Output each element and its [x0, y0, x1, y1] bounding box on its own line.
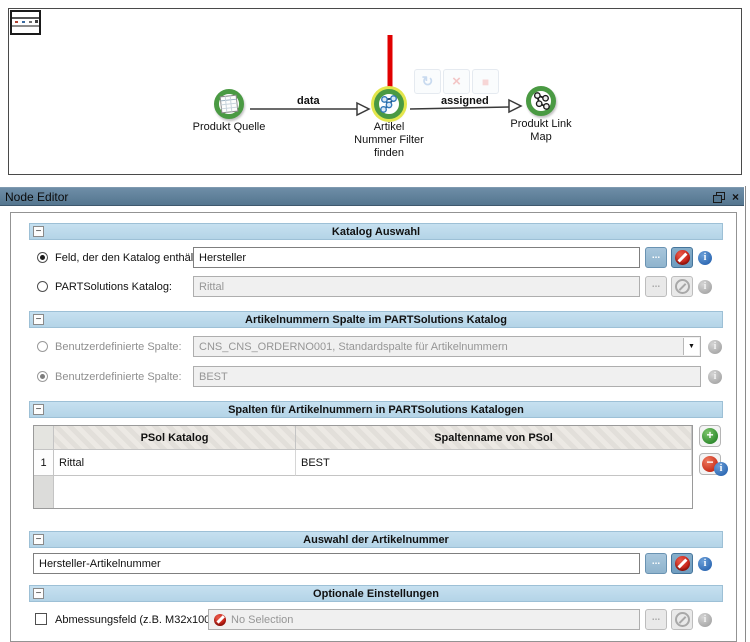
clear-selection-button-disabled: [671, 609, 693, 630]
node-editor-titlebar[interactable]: Node Editor ×: [0, 187, 744, 206]
custom-column-input: BEST: [193, 366, 701, 387]
info-icon-disabled: i: [698, 613, 712, 627]
table-corner: [34, 426, 54, 450]
radio-feld-katalog[interactable]: [37, 252, 48, 263]
column-header-spaltenname[interactable]: Spaltenname von PSol: [296, 426, 692, 450]
collapse-icon[interactable]: −: [33, 314, 44, 325]
radio-label: PARTSolutions Katalog:: [55, 281, 172, 293]
node-editor-panel: − Katalog Auswahl Feld, der den Katalog …: [10, 212, 737, 642]
info-icon[interactable]: i: [698, 251, 712, 265]
node-produkt-quelle[interactable]: Produkt Quelle: [181, 89, 277, 134]
katalog-spalten-table: PSol Katalog Spaltenname von PSol 1 Ritt…: [33, 425, 693, 509]
close-icon[interactable]: ×: [731, 189, 739, 204]
node-label: Produkt Link Map: [510, 118, 572, 143]
standard-column-dropdown: CNS_CNS_ORDERNO001, Standardspalte für A…: [193, 336, 701, 357]
katalog-feld-input[interactable]: Hersteller: [193, 247, 640, 268]
collapse-icon[interactable]: −: [33, 404, 44, 415]
info-icon[interactable]: i: [714, 462, 728, 476]
section-header-auswahl-artikelnummer: − Auswahl der Artikelnummer: [29, 531, 723, 548]
graph-node-icon: [374, 89, 404, 119]
clear-selection-button-disabled: [671, 276, 693, 297]
clear-selection-button[interactable]: [671, 553, 693, 574]
overview-table-icon[interactable]: [10, 10, 42, 36]
section-header-artikelnummern-spalte: − Artikelnummern Spalte im PARTSolutions…: [29, 311, 723, 328]
browse-button[interactable]: ...: [645, 247, 667, 268]
browse-button-disabled: ...: [645, 276, 667, 297]
delete-icon[interactable]: ×: [443, 69, 470, 94]
node-editor-title: Node Editor: [5, 189, 69, 204]
clear-selection-button[interactable]: [671, 247, 693, 268]
info-icon-disabled: i: [708, 370, 722, 384]
edge-label-assigned: assigned: [441, 95, 489, 107]
workflow-canvas: data assigned ↻ × ■ Produkt Quelle: [8, 8, 742, 175]
panel-splitter[interactable]: [745, 186, 746, 642]
artikelnummer-input[interactable]: Hersteller-Artikelnummer: [33, 553, 640, 574]
no-entry-icon: [674, 250, 690, 265]
table-empty-area: [54, 476, 296, 508]
table-cell-katalog[interactable]: Rittal: [54, 450, 296, 476]
abmessungsfeld-input: No Selection: [208, 609, 640, 630]
section-header-optionale-einstellungen: − Optionale Einstellungen: [29, 585, 723, 602]
collapse-icon[interactable]: −: [33, 588, 44, 599]
float-window-icon[interactable]: [712, 192, 725, 203]
edge-label-data: data: [297, 95, 320, 107]
psol-katalog-input: Rittal: [193, 276, 640, 297]
abmessungsfeld-checkbox[interactable]: [35, 613, 47, 625]
no-entry-icon: [674, 279, 690, 294]
column-header-psol-katalog[interactable]: PSol Katalog: [54, 426, 296, 450]
radio-label: Benutzerdefinierte Spalte:: [55, 341, 182, 353]
no-entry-icon: [674, 556, 690, 571]
graph-node-icon: [526, 86, 556, 116]
no-entry-icon: [674, 612, 690, 627]
table-node-icon: [214, 89, 244, 119]
no-selection-icon: [214, 613, 226, 626]
radio-label: Benutzerdefinierte Spalte:: [55, 371, 182, 383]
info-icon-disabled: i: [698, 280, 712, 294]
collapse-icon[interactable]: −: [33, 534, 44, 545]
radio-custom-column-2: [37, 371, 48, 382]
info-icon[interactable]: i: [698, 557, 712, 571]
node-label: Produkt Quelle: [192, 121, 266, 133]
node-artikel-nummer-filter[interactable]: Artikel Nummer Filter finden: [341, 89, 437, 160]
radio-custom-column-1: [37, 341, 48, 352]
table-cell-spaltenname[interactable]: BEST: [296, 450, 692, 476]
browse-button-disabled: ...: [645, 609, 667, 630]
collapse-icon[interactable]: −: [33, 226, 44, 237]
row-header[interactable]: 1: [34, 450, 54, 476]
checkbox-label: Abmessungsfeld (z.B. M32x100):: [55, 614, 218, 626]
browse-button[interactable]: ...: [645, 553, 667, 574]
radio-label: Feld, der den Katalog enthält:: [55, 252, 200, 264]
table-empty-area: [296, 476, 692, 508]
no-selection-text: No Selection: [231, 613, 294, 626]
node-label: Artikel Nummer Filter finden: [354, 121, 424, 159]
section-header-katalog-auswahl: − Katalog Auswahl: [29, 223, 723, 240]
stop-icon[interactable]: ■: [472, 69, 499, 94]
info-icon-disabled: i: [708, 340, 722, 354]
node-hover-toolbar: ↻ × ■: [414, 69, 499, 94]
radio-psol-katalog[interactable]: [37, 281, 48, 292]
section-header-spalten-tabelle: − Spalten für Artikelnummern in PARTSolu…: [29, 401, 723, 418]
chevron-down-icon: ▼: [683, 338, 699, 355]
dropdown-value: CNS_CNS_ORDERNO001, Standardspalte für A…: [199, 340, 508, 353]
node-produkt-link-map[interactable]: Produkt Link Map: [493, 86, 589, 144]
row-header-gutter: [34, 476, 54, 508]
refresh-icon[interactable]: ↻: [414, 69, 441, 94]
plus-icon: +: [702, 428, 718, 444]
add-row-button[interactable]: +: [699, 425, 721, 447]
